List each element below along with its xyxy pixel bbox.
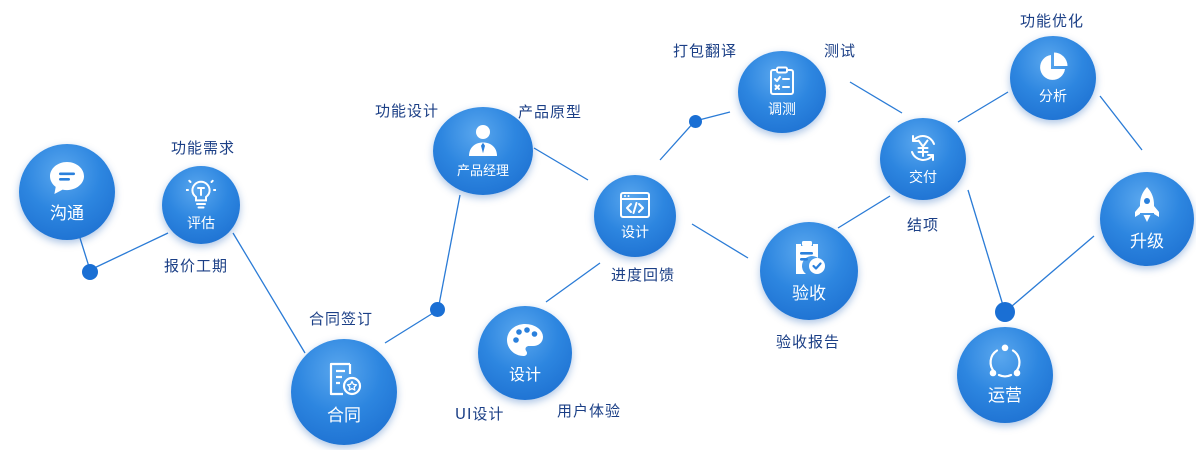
note-product-prototype: 产品原型 — [518, 103, 583, 121]
line-chanpin-sheji — [533, 147, 589, 181]
node-communication[interactable]: 沟通 — [19, 144, 115, 240]
node-design-development[interactable]: 设计 — [594, 175, 676, 257]
node-label: 验收 — [792, 284, 826, 304]
node-label: 沟通 — [50, 204, 84, 224]
note-packaging-translation: 打包翻译 — [673, 42, 738, 60]
node-label: 分析 — [1039, 88, 1067, 105]
node-label: 评估 — [187, 215, 215, 232]
node-product-manager[interactable]: 产品经理 — [433, 107, 533, 195]
note-user-experience: 用户体验 — [557, 402, 622, 420]
node-operations[interactable]: 运营 — [957, 327, 1053, 423]
rocket-icon — [1135, 187, 1159, 222]
line-dot-pinggu — [89, 232, 169, 271]
line-pinggu-hetong — [232, 232, 306, 354]
pie-chart-icon — [1040, 52, 1068, 80]
node-design-ui[interactable]: 设计 — [478, 306, 572, 400]
junction-dot — [430, 302, 445, 317]
line-tiaoce-jiaofu — [849, 81, 903, 114]
node-label: 调测 — [768, 101, 796, 118]
palette-icon — [507, 323, 543, 356]
node-contract[interactable]: 合同 — [291, 339, 397, 445]
person-icon — [469, 125, 497, 156]
yuan-cycle-icon — [911, 134, 935, 161]
cycle-icon — [989, 344, 1021, 378]
node-label: 升级 — [1130, 232, 1164, 252]
node-label: 合同 — [327, 406, 361, 426]
contract-icon — [329, 362, 362, 396]
line-jiaofu-fenxi — [957, 91, 1009, 123]
node-debug-test[interactable]: 调测 — [738, 51, 826, 133]
note-contract-signing: 合同签订 — [309, 310, 374, 328]
node-label: 设计 — [508, 364, 541, 384]
line-fenxi-shengji — [1099, 95, 1143, 151]
note-quote-schedule: 报价工期 — [164, 257, 229, 275]
node-label: 交付 — [909, 169, 937, 186]
junction-dot — [689, 115, 702, 128]
note-project-closure: 结项 — [907, 216, 940, 234]
line-jiaofu-dot — [967, 189, 1006, 313]
node-label: 设计 — [621, 224, 649, 241]
line-sheji-dot — [659, 120, 696, 161]
note-functional-design: 功能设计 — [375, 102, 440, 120]
note-function-optimization: 功能优化 — [1020, 12, 1085, 30]
node-evaluation[interactable]: 评估 — [162, 166, 240, 244]
note-functional-requirements: 功能需求 — [171, 139, 236, 157]
line-dot-shengji — [1004, 235, 1095, 313]
note-ui-design: UI设计 — [455, 405, 505, 423]
line-yanshou-jiaofu — [837, 195, 891, 229]
note-acceptance-report: 验收报告 — [776, 333, 841, 351]
line-shejiui-sheji — [545, 262, 601, 303]
clipboard-check-icon — [796, 241, 825, 274]
junction-dot — [995, 302, 1015, 322]
line-hetong-dot — [384, 309, 439, 344]
line-dot-chanpin — [437, 194, 461, 311]
lightbulb-icon — [186, 179, 216, 208]
note-testing: 测试 — [824, 42, 857, 60]
node-acceptance[interactable]: 验收 — [760, 222, 858, 320]
node-label: 产品经理 — [456, 164, 509, 179]
node-label: 运营 — [988, 386, 1022, 406]
node-upgrade[interactable]: 升级 — [1100, 172, 1194, 266]
chat-bubble-icon — [50, 162, 84, 194]
junction-dot — [82, 264, 98, 280]
node-analysis[interactable]: 分析 — [1010, 36, 1096, 120]
checklist-icon — [770, 66, 794, 95]
node-delivery[interactable]: 交付 — [880, 118, 966, 200]
code-window-icon — [620, 191, 650, 218]
line-sheji-yanshou — [691, 223, 749, 259]
note-progress-feedback: 进度回馈 — [611, 266, 676, 284]
